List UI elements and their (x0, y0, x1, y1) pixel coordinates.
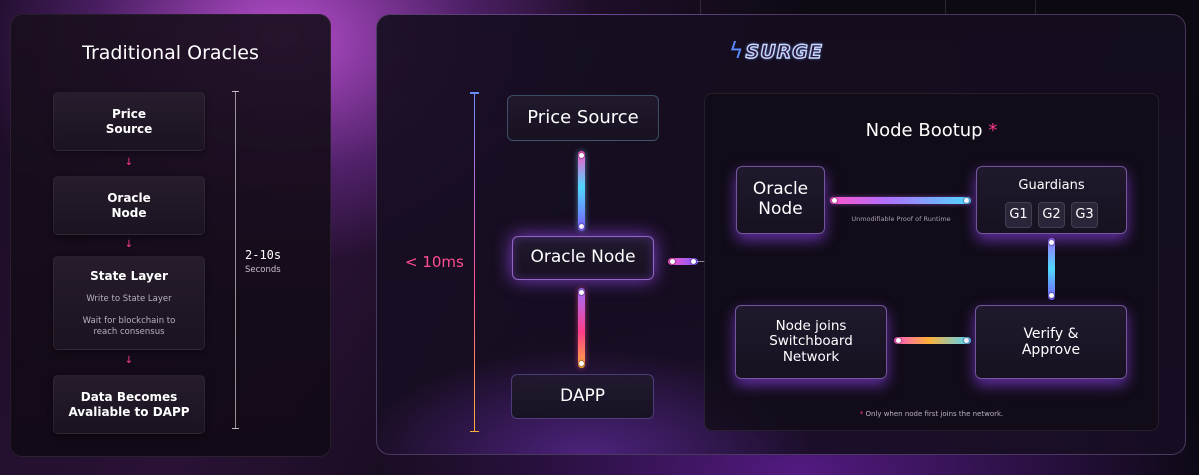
arrow-down-icon: ↓ (124, 355, 134, 366)
step-title: State Layer (90, 268, 168, 283)
connector-guardians-to-verify (1048, 238, 1055, 300)
latency-value: 2-10s (245, 248, 282, 262)
bootup-title: Node Bootup * (705, 120, 1158, 141)
dapp-box: DAPP (511, 374, 654, 419)
step-price-source: Price Source (53, 92, 205, 151)
connector-node-to-bootup (668, 258, 698, 265)
background-grid (700, 0, 1199, 14)
oracle-node-label: Oracle Node (530, 247, 636, 268)
verify-approve-box: Verify & Approve (975, 305, 1127, 379)
guardians-box: Guardians G1 G2 G3 (976, 166, 1127, 234)
connector-line (697, 261, 705, 262)
step-title: Data Becomes Avaliable to DAPP (68, 389, 190, 419)
latency-unit: Seconds (245, 265, 281, 275)
logo-wordmark: SURGE (745, 40, 823, 63)
arrow-down-icon: ↓ (124, 239, 134, 250)
step-state-layer: State Layer Write to State Layer Wait fo… (53, 256, 205, 350)
surge-latency-timeline (470, 92, 479, 432)
node-joins-box: Node joins Switchboard Network (735, 305, 887, 379)
bootup-oracle-node-label: Oracle Node (752, 179, 809, 219)
price-source-label: Price Source (527, 106, 639, 128)
guardian-chip: G2 (1038, 201, 1065, 228)
arrow-down-icon: ↓ (124, 157, 134, 168)
traditional-title: Traditional Oracles (82, 42, 259, 64)
asterisk-mark: * (988, 120, 998, 141)
price-source-box: Price Source (507, 95, 659, 141)
step-subtitle: Write to State Layer Wait for blockchain… (82, 293, 176, 337)
oracle-node-box: Oracle Node (512, 236, 654, 280)
guardian-chip: G1 (1005, 201, 1032, 228)
step-title: Price Source (105, 106, 153, 136)
bootup-title-text: Node Bootup (865, 120, 983, 141)
step-oracle-node: Oracle Node (53, 176, 205, 235)
dapp-label: DAPP (560, 385, 605, 406)
traditional-oracles-panel: Traditional Oracles Price Source ↓ Oracl… (10, 14, 331, 457)
asterisk-mark: * (859, 410, 864, 418)
footnote-text: Only when node first joins the network. (865, 410, 1004, 418)
guardians-title: Guardians (1018, 178, 1085, 193)
surge-panel: ϟ SURGE < 10ms Price Source Oracle Node … (376, 14, 1186, 455)
connector-node-to-dapp (578, 288, 585, 368)
surge-latency-label: < 10ms (405, 253, 464, 271)
node-joins-label: Node joins Switchboard Network (769, 317, 853, 365)
bootup-oracle-node-box: Oracle Node (736, 166, 825, 234)
step-title: Oracle Node (107, 190, 151, 220)
connector-price-to-node (578, 151, 585, 231)
bootup-footnote: * Only when node first joins the network… (705, 410, 1158, 418)
connector-oracle-to-guardians (830, 197, 971, 204)
latency-timeline (232, 91, 239, 429)
bolt-icon: ϟ (729, 39, 744, 64)
node-bootup-panel: Node Bootup * Oracle Node Unmodifiable P… (704, 93, 1159, 431)
verify-approve-label: Verify & Approve (1021, 325, 1081, 358)
guardian-chip: G3 (1071, 201, 1098, 228)
guardian-list: G1 G2 G3 (1005, 201, 1098, 228)
connector-verify-to-joins (894, 337, 971, 344)
surge-logo: ϟ SURGE (729, 37, 823, 67)
proof-of-runtime-label: Unmodifiable Proof of Runtime (851, 215, 951, 223)
step-data-available: Data Becomes Avaliable to DAPP (53, 375, 205, 434)
